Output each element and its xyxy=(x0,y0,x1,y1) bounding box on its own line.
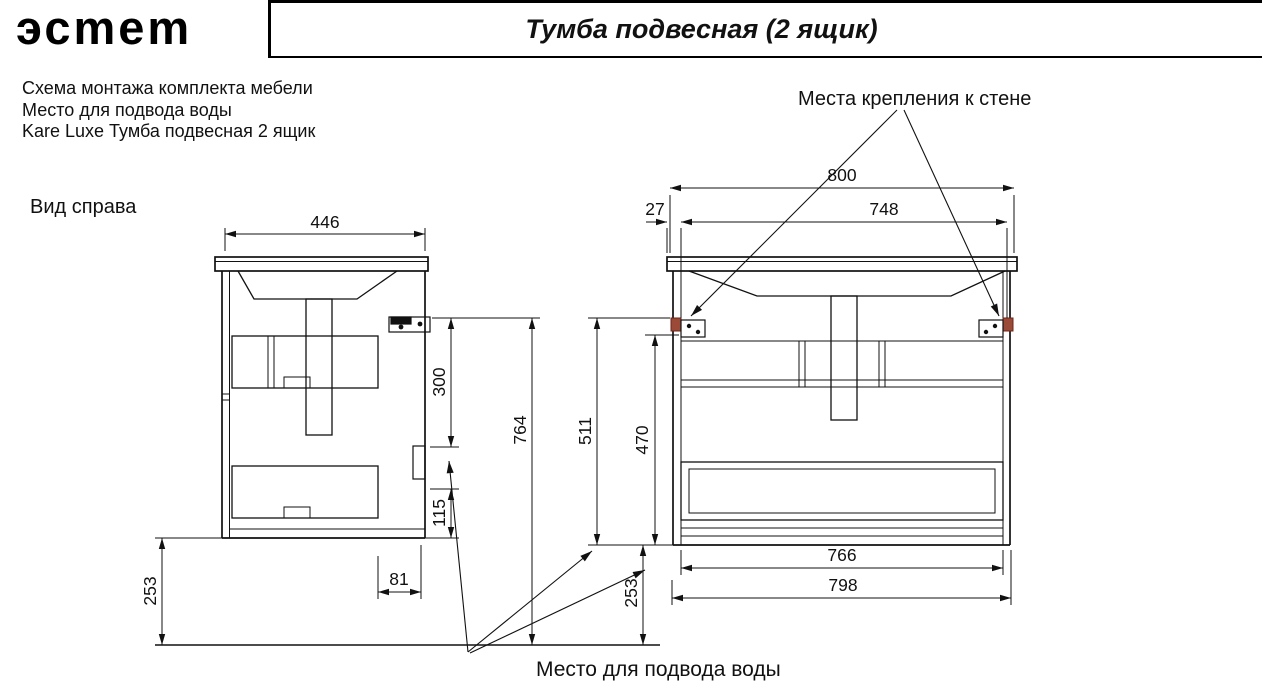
note-line: Kare Luxe Тумба подвесная 2 ящик xyxy=(22,121,316,141)
note-line: Схема монтажа комплекта мебели xyxy=(22,78,313,98)
front-left-bracket xyxy=(670,317,706,338)
dim-81: 81 xyxy=(389,569,408,589)
dim-115: 115 xyxy=(429,499,449,527)
front-right-bracket xyxy=(978,317,1014,338)
wall-mount-leader-right xyxy=(903,109,1000,317)
notes-block: Схема монтажа комплекта мебели Место для… xyxy=(22,78,315,143)
dim-766: 766 xyxy=(827,545,856,565)
front-lower-drawer xyxy=(680,461,1004,521)
dim-470: 470 xyxy=(632,425,652,454)
side-view-label: Вид справа xyxy=(30,196,137,218)
note-line: Место для подвода воды xyxy=(22,99,232,120)
side-wall-bracket xyxy=(388,316,431,333)
side-upper-drawer xyxy=(231,335,379,389)
wall-mount-leader-left xyxy=(690,109,898,317)
dimension-labels: 446 300 115 764 253 81 800 27 748 511 47… xyxy=(140,165,899,608)
front-basin xyxy=(688,270,1006,297)
water-leader-3 xyxy=(469,569,646,654)
side-basin xyxy=(237,270,398,300)
water-leader-1 xyxy=(446,460,469,653)
dim-800: 800 xyxy=(827,165,856,185)
leader-lines xyxy=(446,109,1000,654)
front-countertop xyxy=(666,256,1018,272)
dim-300: 300 xyxy=(429,367,449,396)
front-view-drawing xyxy=(666,256,1018,546)
dim-748: 748 xyxy=(869,199,898,219)
side-lower-drawer xyxy=(231,465,379,519)
dim-798: 798 xyxy=(828,575,857,595)
dim-253-left: 253 xyxy=(140,576,160,605)
dim-253-right: 253 xyxy=(621,578,641,607)
sheet-title: Тумба подвесная (2 ящик) xyxy=(525,14,878,44)
side-countertop xyxy=(214,256,429,272)
front-upper-drawer xyxy=(681,340,1003,388)
front-drain-pipe xyxy=(830,295,858,421)
dim-27: 27 xyxy=(645,199,664,219)
dim-446: 446 xyxy=(310,212,339,232)
dim-511: 511 xyxy=(575,417,595,445)
dim-764: 764 xyxy=(510,415,530,444)
title-block: Тумба подвесная (2 ящик) xyxy=(268,0,1262,58)
side-drain-pipe xyxy=(305,298,333,436)
wall-mounts-label: Места крепления к стене xyxy=(798,88,1032,110)
brand-logo: эсmem xyxy=(16,1,193,54)
side-rail-detail xyxy=(412,445,426,480)
side-view-drawing xyxy=(214,256,431,539)
water-leader-2 xyxy=(467,550,593,653)
dimension-lines xyxy=(155,184,1015,646)
water-supply-label: Место для подвода воды xyxy=(536,658,781,681)
